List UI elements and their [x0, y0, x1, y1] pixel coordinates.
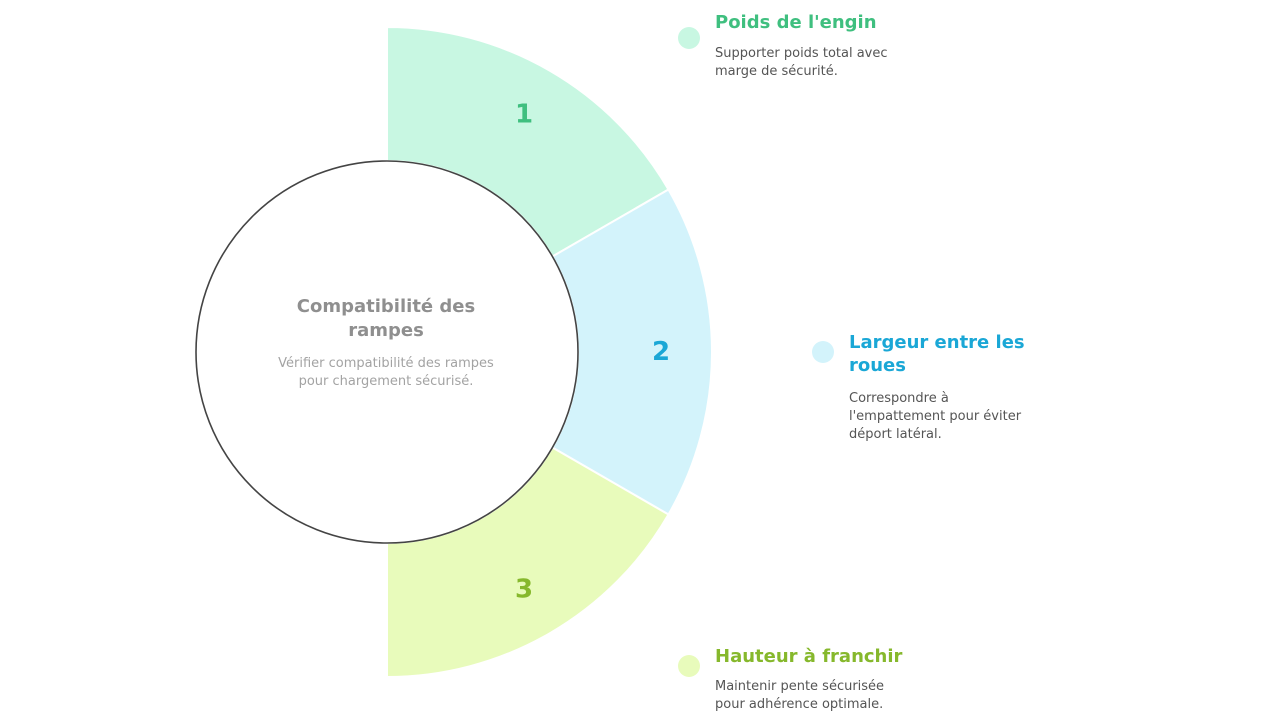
segment-group [386, 25, 713, 679]
item-description-largeur: Correspondre à l'empattement pour éviter… [849, 391, 1022, 442]
item-dot-3 [678, 655, 700, 677]
segment-number-1: 1 [515, 100, 533, 130]
item-description-hauteur: Maintenir pente sécurisée pour adhérence… [715, 679, 885, 712]
item-title-largeur: Largeur entre les roues [849, 332, 1025, 376]
item-title-poids: Poids de l'engin [715, 12, 877, 33]
item-title-hauteur: Hauteur à franchir [715, 646, 903, 667]
item-dot-2 [812, 341, 834, 363]
segment-number-3: 3 [515, 574, 533, 604]
center-title: Compatibilité des rampes [296, 296, 476, 341]
item-dot-1 [678, 27, 700, 49]
center-circle [195, 160, 579, 544]
item-description-poids: Supporter poids total avec marge de sécu… [715, 46, 888, 79]
segment-number-group: 1 2 3 [515, 100, 670, 605]
center-description: Vérifier compatibilité des rampes pour c… [278, 356, 494, 389]
segment-number-2: 2 [652, 337, 670, 367]
